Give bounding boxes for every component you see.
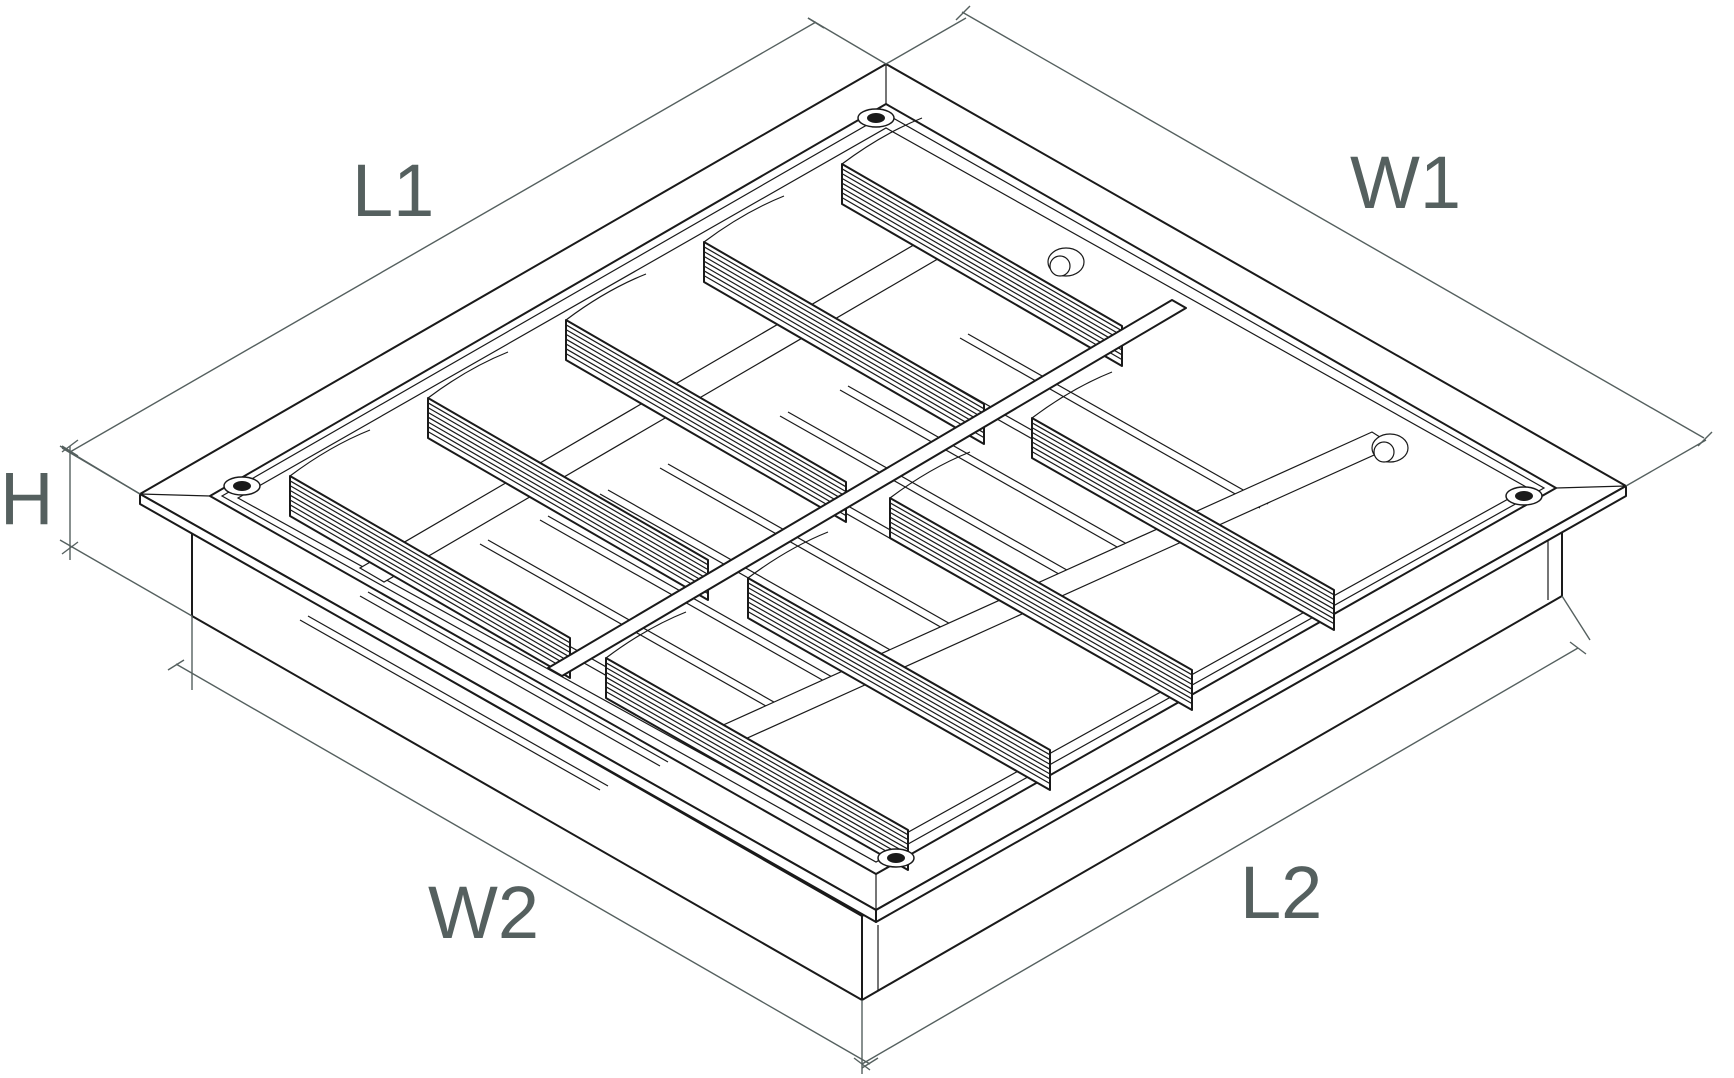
dimension-label-w2: W2: [428, 871, 539, 954]
crossbar: [839, 385, 1149, 561]
screw-icon: [877, 848, 915, 868]
crossbar: [659, 463, 969, 639]
louver-blade: [703, 195, 985, 445]
screw-icon: [857, 108, 895, 128]
screw-icon: [223, 476, 261, 496]
crossbar: [359, 591, 669, 767]
lamp-holder-top: [1047, 247, 1085, 277]
lamp-holder-right: [1371, 433, 1409, 463]
louver-blade: [605, 611, 909, 871]
crossbar: [539, 515, 849, 691]
dimension-label-l2: L2: [1240, 851, 1322, 934]
louver-blade: [747, 531, 1051, 791]
center-divider: [547, 299, 1187, 677]
louver-blade: [427, 351, 709, 601]
louver-blade: [565, 273, 847, 523]
screw-icon: [1505, 486, 1543, 506]
dimension-label-l1: L1: [352, 149, 434, 232]
louver-blade: [1031, 371, 1335, 631]
crossbar: [299, 615, 609, 791]
dimension-label-w1: W1: [1350, 141, 1461, 224]
louver-blade: [889, 451, 1193, 711]
louver-blade: [289, 429, 571, 679]
louver-blade: [841, 117, 1123, 367]
louver-grid: [289, 117, 1335, 871]
crossbar: [959, 333, 1269, 509]
crossbar: [779, 411, 1089, 587]
dimension-label-h: H: [0, 457, 53, 540]
corner-screws: [223, 108, 1543, 868]
dimension-lines: [59, 5, 1713, 1074]
